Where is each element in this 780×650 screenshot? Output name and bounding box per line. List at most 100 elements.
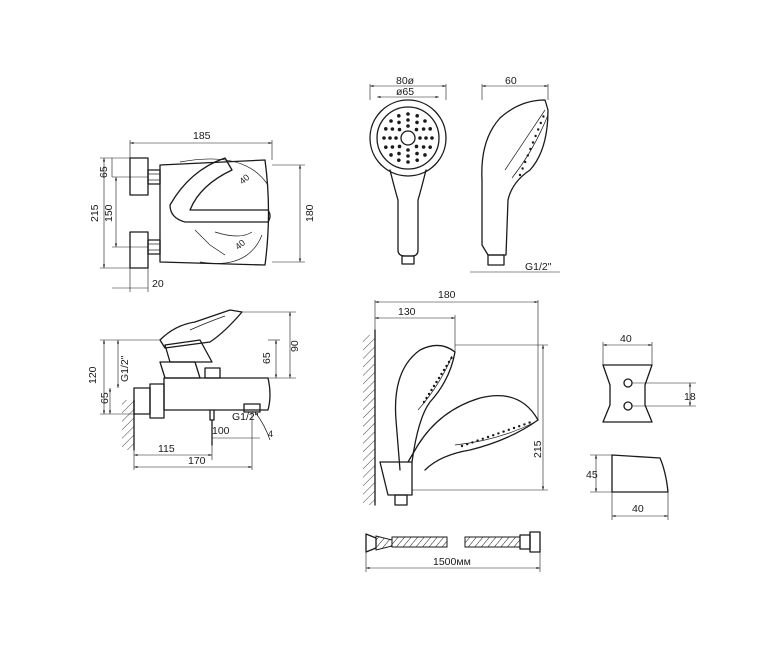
nozzle-dot: [526, 154, 529, 157]
nozzle-dot: [406, 160, 410, 164]
nozzle-dot: [471, 441, 474, 444]
shower-face-inner: [376, 106, 440, 170]
nozzle-dot: [528, 421, 531, 424]
dim-width: 185: [193, 130, 211, 142]
nozzle-dot: [529, 147, 532, 151]
nozzle-dot: [406, 154, 410, 158]
nozzle-dot: [497, 432, 500, 435]
nozzle-dot: [415, 151, 419, 156]
nozzle-dot: [397, 151, 401, 156]
nozzle-dot: [507, 428, 510, 431]
nozzle-dot: [428, 127, 432, 131]
hose: 1500мм: [365, 531, 541, 572]
shower-face-outer: [369, 99, 447, 177]
dim-hole-spacing: 18: [684, 391, 696, 403]
nut-top: [147, 169, 161, 185]
hole-bottom: [623, 401, 633, 411]
shower-mounted-view: 180 130 215: [363, 289, 548, 506]
angle-side: 4: [268, 429, 273, 439]
dim-spout-offset: 100: [212, 425, 230, 437]
mounted-shower-upright: [394, 344, 456, 471]
nozzle-dot: [382, 136, 386, 140]
escutcheon-top: [129, 157, 149, 196]
nozzle-dot: [406, 124, 410, 128]
shower-thread: G1/2": [525, 261, 552, 273]
nozzle-dot: [428, 145, 432, 149]
thread-outlet: G1/2": [232, 411, 259, 423]
shower-handle-front: [389, 169, 427, 257]
nozzle-dot: [423, 153, 427, 157]
nozzle-dot: [415, 158, 419, 162]
angle-label-bottom: 40: [233, 238, 247, 252]
nozzle-dot: [476, 439, 479, 442]
dim-depth: 20: [152, 278, 164, 290]
nozzle-dot: [466, 443, 469, 446]
dim-mounted-offset: 130: [398, 306, 416, 318]
wall-hatch-side: [122, 400, 134, 450]
nozzle-dot: [397, 144, 402, 149]
dim-shower-depth: 60: [505, 75, 517, 87]
nozzle-dot: [524, 160, 527, 164]
nozzle-dot: [430, 136, 434, 140]
nozzle-dot: [531, 141, 535, 144]
shower-side-outline: [481, 99, 549, 256]
dim-outer-diameter: 80ø: [396, 75, 415, 87]
dim-holder-width-bottom: 40: [632, 503, 644, 515]
nozzle-dot: [397, 158, 401, 162]
nozzle-dot: [415, 120, 419, 125]
mounted-nozzles-tilted: [460, 421, 531, 448]
wall-hatch-mounted: [363, 335, 375, 505]
nozzle-dot: [518, 173, 522, 177]
side-nozzles: [518, 115, 545, 177]
nozzle-dot: [390, 127, 395, 131]
mixer-body: [159, 159, 270, 266]
dim-spout-reach: 115: [158, 443, 175, 455]
nozzle-dot: [521, 167, 524, 170]
nozzle-dot: [502, 430, 505, 433]
holder-front-outline: [602, 364, 653, 423]
dim-mounted-height: 215: [532, 440, 544, 458]
dim-handle-offset: 65: [261, 352, 273, 364]
shower-head-side: 60 G1/2": [470, 75, 560, 273]
dim-hose-length: 1500мм: [433, 556, 471, 568]
dim-side-inlet: 65: [99, 392, 111, 404]
rotation-arc-bottom: [199, 234, 263, 264]
nozzle-dot: [445, 364, 448, 368]
nozzle-dot: [486, 435, 490, 439]
dim-inner-diameter: ø65: [396, 86, 414, 98]
nozzle-dot: [414, 127, 419, 132]
nozzle-dot: [427, 392, 431, 396]
nozzle-dot: [394, 136, 398, 140]
nozzle-dot: [542, 115, 545, 118]
hose-segment-left: [391, 536, 448, 548]
nozzle-dot: [447, 360, 451, 364]
nozzle-dot: [406, 148, 410, 152]
nozzle-dot: [539, 121, 542, 125]
nozzle-dot: [389, 153, 393, 157]
nozzle-dot: [397, 120, 401, 125]
dim-holder-width-top: 40: [620, 333, 632, 345]
holder-front: 40 18: [602, 333, 696, 423]
wall-holder: [379, 461, 413, 496]
angle-label-top: 40: [237, 172, 251, 186]
hole-top: [623, 378, 633, 388]
nozzle-dot: [397, 114, 401, 118]
nozzle-dot: [437, 376, 441, 380]
nozzle-dot: [435, 380, 438, 384]
nozzle-dot: [421, 127, 426, 131]
nozzle-dot: [415, 114, 419, 118]
nozzle-dot: [432, 384, 436, 388]
nozzle-dot: [450, 356, 453, 360]
mixer-top-view: 40 40 185 180 215 150 65 20: [89, 130, 316, 292]
nozzle-dot: [442, 368, 446, 372]
lever: [169, 157, 271, 223]
nozzle-dot: [421, 145, 426, 149]
dim-total-reach: 170: [188, 455, 206, 467]
dim-mounted-width: 180: [438, 289, 456, 301]
nozzle-dot: [534, 134, 537, 138]
nozzle-dot: [492, 434, 495, 437]
nozzle-dot: [440, 372, 443, 376]
hose-segment-right: [464, 536, 521, 548]
